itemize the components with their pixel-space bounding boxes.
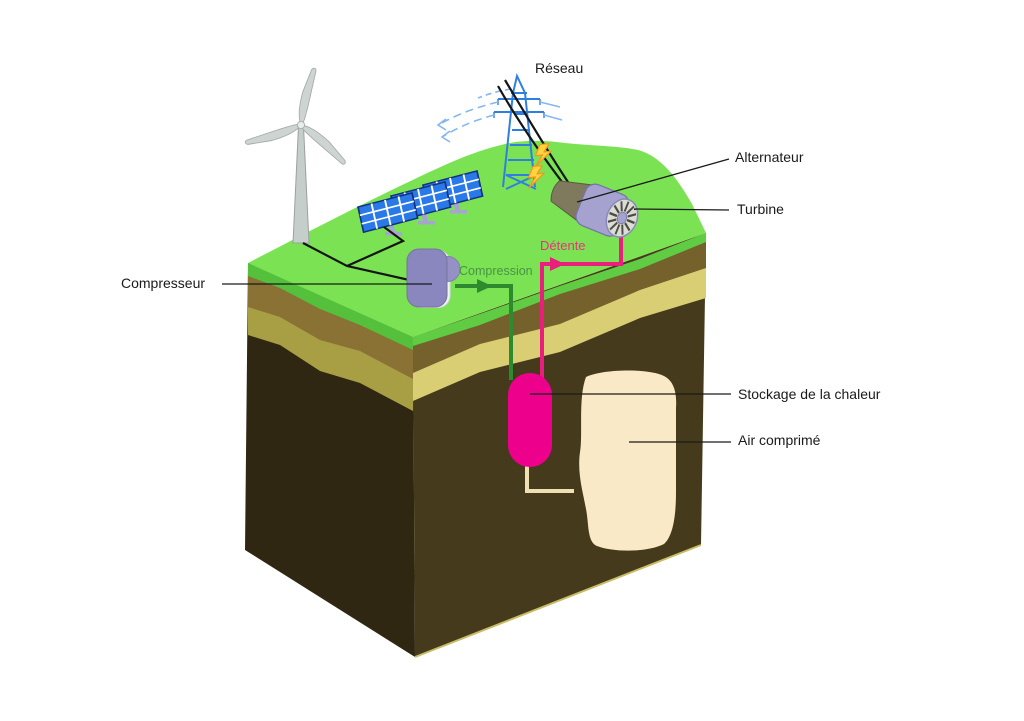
label-compression: Compression bbox=[459, 264, 533, 278]
turbine-hub bbox=[616, 211, 628, 225]
detente-arrowhead bbox=[550, 257, 565, 271]
power-wires bbox=[436, 88, 563, 143]
alternator-turbine-assembly bbox=[550, 180, 639, 238]
turbine-fan-blades bbox=[607, 201, 637, 235]
source-cables bbox=[302, 226, 428, 286]
wind-blade bbox=[299, 118, 349, 168]
wind-turbine bbox=[243, 66, 349, 244]
flow-line-detente bbox=[540, 234, 623, 378]
label-turbine: Turbine bbox=[737, 201, 784, 217]
label-line-turbine bbox=[633, 208, 730, 211]
compressor-body bbox=[406, 248, 448, 308]
label-compresseur: Compresseur bbox=[121, 275, 206, 291]
label-reseau: Réseau bbox=[535, 60, 584, 76]
label-alternateur: Alternateur bbox=[735, 149, 804, 165]
compression-arrowhead bbox=[477, 279, 492, 293]
label-lines bbox=[222, 158, 731, 443]
compressed-air-cavern bbox=[579, 370, 677, 551]
wind-blade bbox=[292, 66, 321, 126]
cavern-pipe bbox=[525, 462, 574, 493]
label-detente: Détente bbox=[540, 238, 586, 253]
label-stockage-chaleur: Stockage de la chaleur bbox=[738, 386, 881, 402]
wind-turbine-tower bbox=[292, 125, 310, 244]
flow-line-compression bbox=[455, 284, 513, 380]
soil-block bbox=[245, 140, 706, 658]
wind-hub bbox=[296, 120, 306, 130]
alternator-unit bbox=[550, 180, 595, 224]
label-line-alternateur bbox=[576, 158, 730, 203]
grass-edge-right bbox=[413, 233, 706, 346]
grass-edge-left bbox=[248, 263, 413, 350]
wind-blade bbox=[243, 122, 304, 148]
label-air-comprime: Air comprimé bbox=[738, 432, 821, 448]
compressor-unit bbox=[406, 248, 461, 308]
heat-storage-tank bbox=[508, 373, 552, 467]
block-bottom-highlight bbox=[414, 544, 702, 658]
